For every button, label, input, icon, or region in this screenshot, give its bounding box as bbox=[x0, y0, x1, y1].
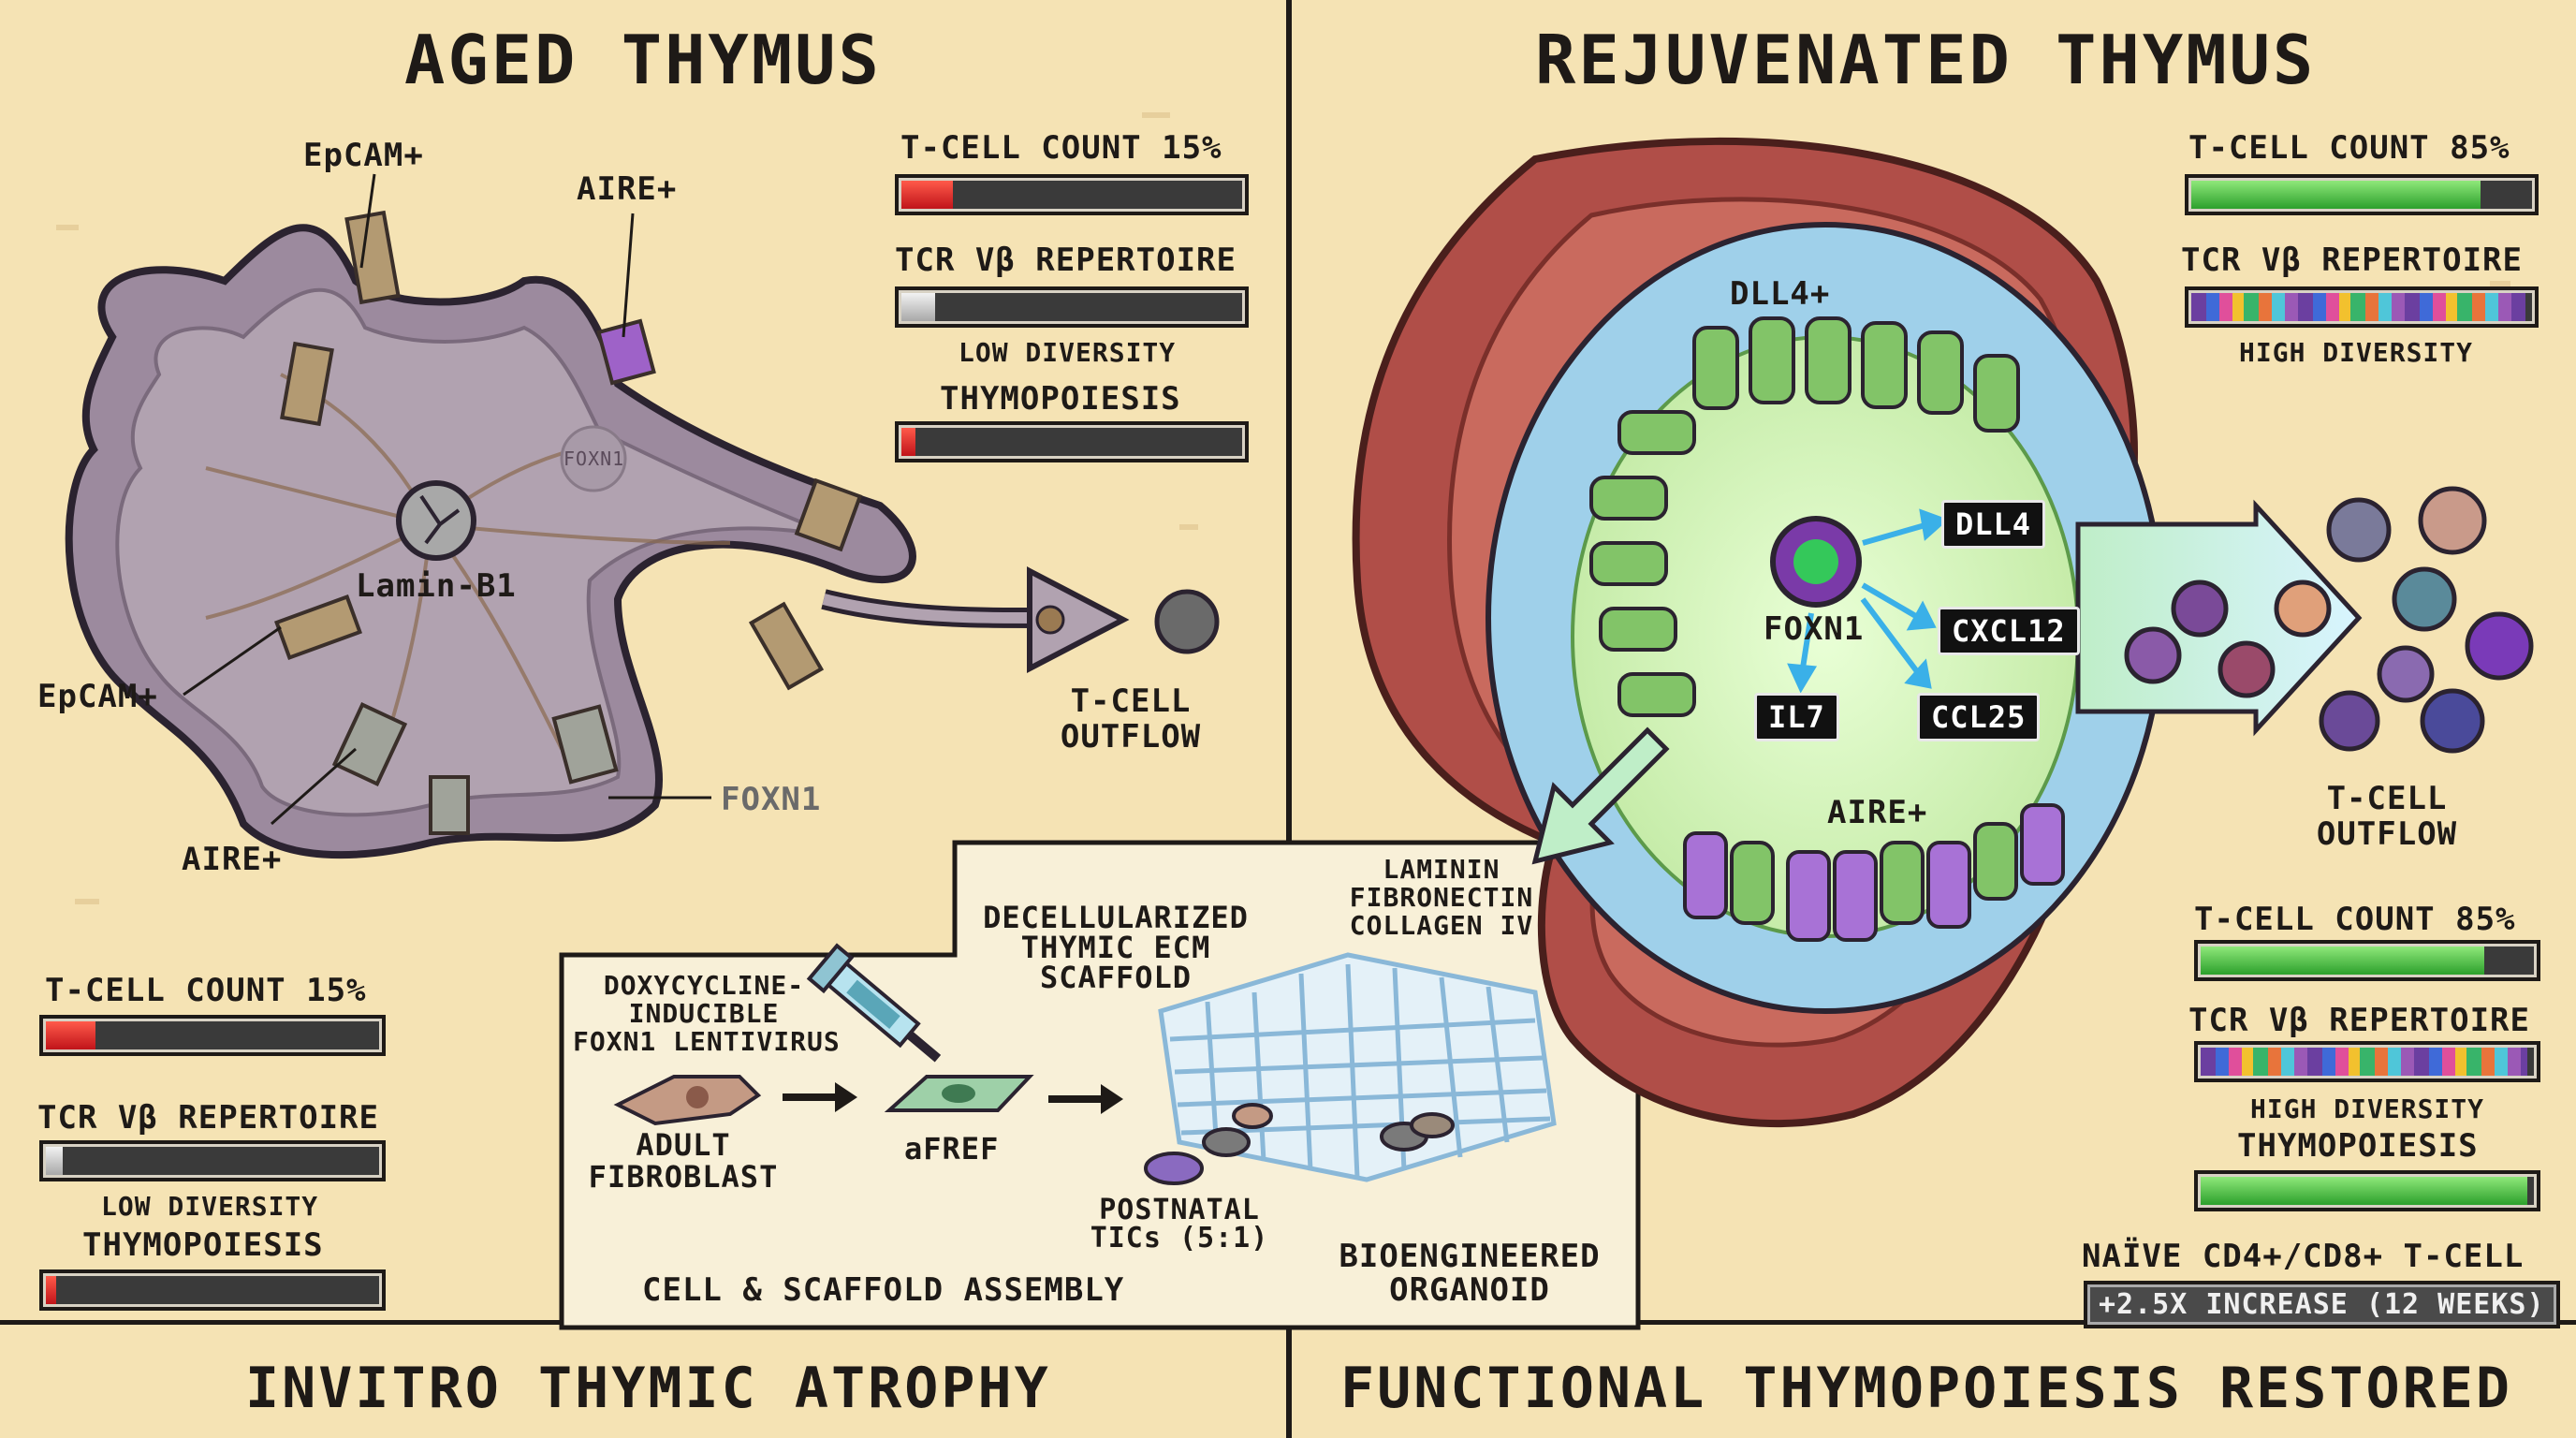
scaffold-line2: THYMIC ECM bbox=[1020, 930, 1211, 965]
rejuv-thymopoiesis-fill-bottom bbox=[2201, 1177, 2527, 1205]
aged-tcr-label-top: TCR Vβ REPERTOIRE bbox=[895, 242, 1237, 279]
ccl25-tag: CCL25 bbox=[1917, 693, 2041, 741]
aged-tcr-fill-top bbox=[901, 293, 936, 321]
rejuvenated-title: REJUVENATED THYMUS bbox=[1535, 21, 2317, 99]
il7-tag: IL7 bbox=[1754, 693, 1839, 741]
rejuv-tcell-count-bar-top bbox=[2185, 174, 2539, 215]
foxn1-right-label: FOXN1 bbox=[721, 781, 822, 818]
rejuv-outflow-line2: OUTFLOW bbox=[2316, 815, 2458, 853]
aged-tcr-fill-bottom bbox=[46, 1147, 63, 1175]
aged-tcell-count-label-bottom: T-CELL COUNT 15% bbox=[45, 972, 367, 1009]
naive-increase-badge: +2.5X INCREASE (12 WEEKS) bbox=[2084, 1281, 2560, 1328]
aged-thymopoiesis-fill-bottom bbox=[46, 1276, 56, 1304]
aged-thymopoiesis-bar-top bbox=[895, 421, 1249, 462]
lentivirus-label: DOXYCYCLINE- INDUCIBLE FOXN1 LENTIVIRUS bbox=[573, 970, 841, 1057]
fibroblast-label: ADULT FIBROBLAST bbox=[571, 1129, 796, 1193]
ecm-line2: FIBRONECTIN bbox=[1349, 882, 1534, 913]
aire-top-label: AIRE+ bbox=[577, 170, 678, 208]
lentivirus-line3: FOXN1 LENTIVIRUS bbox=[573, 1026, 841, 1057]
rejuv-outflow-line1: T-CELL bbox=[2326, 780, 2448, 817]
fibroblast-line1: ADULT bbox=[636, 1127, 731, 1163]
rejuv-tcell-count-fill-bottom bbox=[2201, 946, 2484, 975]
ecm-proteins-label: LAMININ FIBRONECTIN COLLAGEN IV bbox=[1329, 856, 1554, 940]
fibroblast-line2: FIBROBLAST bbox=[588, 1159, 779, 1195]
aged-outflow-line1: T-CELL bbox=[1070, 682, 1192, 720]
lentivirus-line1: DOXYCYCLINE- bbox=[603, 970, 805, 1001]
rejuv-tcr-label-bottom: TCR Vβ REPERTOIRE bbox=[2188, 1002, 2530, 1039]
ecm-line3: COLLAGEN IV bbox=[1349, 910, 1534, 941]
tics-line1: POSTNATAL bbox=[1099, 1194, 1260, 1226]
naive-tcell-label: NAÏVE CD4+/CD8+ T-CELL bbox=[2082, 1238, 2525, 1275]
aged-tcr-bar-bottom bbox=[39, 1140, 386, 1181]
aged-tcr-bar-top bbox=[895, 286, 1249, 328]
foxn1-inner-label: FOXN1 bbox=[564, 448, 625, 470]
aged-low-diversity-bottom: LOW DIVERSITY bbox=[101, 1191, 319, 1222]
rejuv-bottom-title: FUNCTIONAL THYMOPOIESIS RESTORED bbox=[1340, 1356, 2512, 1421]
aire-bottom-label: AIRE+ bbox=[182, 841, 283, 878]
scaffold-line1: DECELLULARIZED bbox=[983, 900, 1249, 935]
aged-tcell-count-bar-top bbox=[895, 174, 1249, 215]
lentivirus-line2: INDUCIBLE bbox=[628, 998, 780, 1029]
rejuv-tcell-count-fill-top bbox=[2191, 181, 2481, 209]
tics-line2: TICs (5:1) bbox=[1090, 1222, 1269, 1255]
aged-bottom-title: INVITRO THYMIC ATROPHY bbox=[245, 1356, 1051, 1421]
rejuv-thymopoiesis-bar-bottom bbox=[2194, 1170, 2540, 1211]
center-divider-bottom bbox=[1286, 1320, 1292, 1438]
organoid-line1: BIOENGINEERED bbox=[1339, 1238, 1601, 1275]
aged-thymopoiesis-bar-bottom bbox=[39, 1269, 386, 1311]
aged-tcell-count-label-top: T-CELL COUNT 15% bbox=[900, 129, 1222, 167]
rejuv-tcr-bar-top bbox=[2185, 286, 2539, 328]
rejuvenated-thymus-organ bbox=[1352, 137, 2534, 1128]
scaffold-line3: SCAFFOLD bbox=[1039, 960, 1193, 995]
rejuv-tcell-count-label-top: T-CELL COUNT 85% bbox=[2188, 129, 2510, 167]
rejuv-thymopoiesis-label-bottom: THYMOPOIESIS bbox=[2237, 1127, 2479, 1165]
rejuv-high-diversity-top: HIGH DIVERSITY bbox=[2239, 337, 2474, 368]
aged-title: AGED THYMUS bbox=[404, 21, 882, 99]
assembly-panel bbox=[559, 840, 1641, 1330]
assembly-caption: CELL & SCAFFOLD ASSEMBLY bbox=[642, 1271, 1125, 1309]
dll4-plus-label: DLL4+ bbox=[1730, 275, 1831, 313]
lamin-b1-label: Lamin-B1 bbox=[356, 567, 517, 605]
rejuv-tcr-label-top: TCR Vβ REPERTOIRE bbox=[2181, 242, 2523, 279]
scaffold-label: DECELLULARIZED THYMIC ECM SCAFFOLD bbox=[966, 902, 1266, 992]
afref-label: aFREF bbox=[904, 1131, 1000, 1167]
ecm-line1: LAMININ bbox=[1383, 854, 1500, 885]
organoid-line2: ORGANOID bbox=[1389, 1271, 1550, 1309]
aged-tcell-count-fill-top bbox=[901, 181, 953, 209]
organoid-label: BIOENGINEERED ORGANOID bbox=[1310, 1240, 1629, 1307]
epcam-left-label: EpCAM+ bbox=[37, 678, 158, 715]
aged-thymopoiesis-fill-top bbox=[901, 428, 915, 456]
dll4-tag: DLL4 bbox=[1941, 500, 2046, 549]
rejuv-tcell-count-label-bottom: T-CELL COUNT 85% bbox=[2194, 901, 2516, 938]
rejuv-high-diversity-bottom: HIGH DIVERSITY bbox=[2250, 1093, 2485, 1124]
aged-tcr-label-bottom: TCR Vβ REPERTOIRE bbox=[37, 1099, 379, 1137]
aire-right-label: AIRE+ bbox=[1827, 794, 1928, 831]
rejuv-tcr-fill-bottom bbox=[2201, 1048, 2527, 1076]
aged-low-diversity-top: LOW DIVERSITY bbox=[959, 337, 1177, 368]
aged-thymus-organ bbox=[65, 173, 1220, 859]
aged-tcell-count-fill-bottom bbox=[46, 1021, 96, 1049]
rejuv-outflow-label: T-CELL OUTFLOW bbox=[2293, 781, 2481, 852]
rejuv-tcr-bar-bottom bbox=[2194, 1041, 2540, 1082]
center-divider-top bbox=[1286, 0, 1292, 843]
aged-outflow-label: T-CELL OUTFLOW bbox=[1046, 683, 1215, 755]
foxn1-center-label: FOXN1 bbox=[1764, 610, 1865, 648]
tics-label: POSTNATAL TICs (5:1) bbox=[1067, 1196, 1292, 1253]
rejuv-tcell-count-bar-bottom bbox=[2194, 940, 2540, 981]
aged-tcell-count-bar-bottom bbox=[39, 1015, 386, 1056]
rejuv-tcr-fill-top bbox=[2191, 293, 2525, 321]
aged-outflow-line2: OUTFLOW bbox=[1060, 718, 1202, 756]
aged-thymopoiesis-label-top: THYMOPOIESIS bbox=[940, 380, 1181, 418]
epcam-top-label: EpCAM+ bbox=[303, 137, 424, 174]
aged-thymopoiesis-label-bottom: THYMOPOIESIS bbox=[82, 1226, 324, 1264]
cxcl12-tag: CXCL12 bbox=[1938, 607, 2080, 655]
